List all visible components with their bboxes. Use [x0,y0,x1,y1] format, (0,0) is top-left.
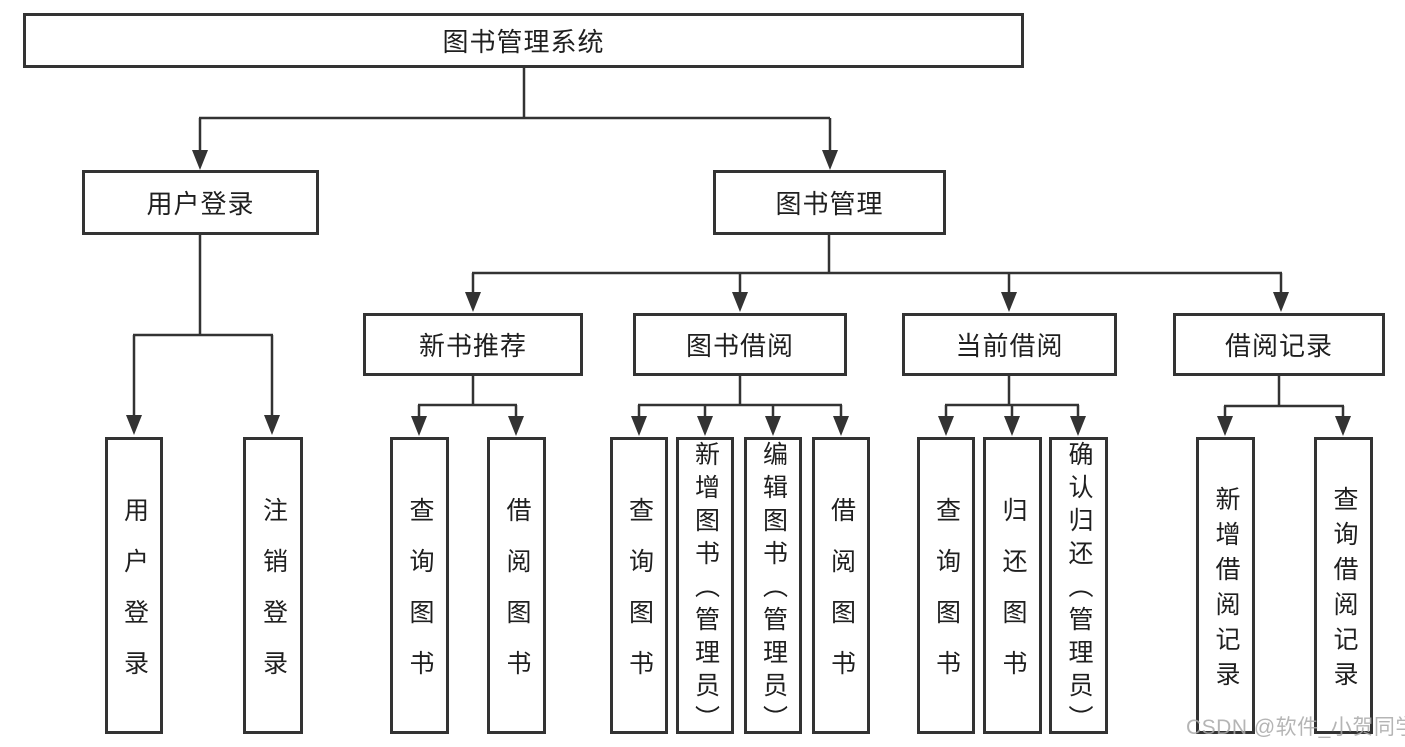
leaf-bb-borrow-books-label: 借阅图书 [827,496,856,701]
leaf-nbr-query-books-label: 查询图书 [406,496,434,701]
node-current-borrow: 当前借阅 [902,313,1117,376]
leaf-cb-query-books-label: 查询图书 [932,496,961,701]
node-borrow-records-label: 借阅记录 [1224,331,1333,361]
leaf-br-query-record-label: 查询借阅记录 [1330,485,1358,696]
node-current-borrow-label: 当前借阅 [955,331,1064,361]
leaf-bb-add-books: 新增图书（管理员） [676,437,734,738]
leaf-logout-label: 注销登录 [259,496,288,701]
leaf-cb-query-books: 查询图书 [917,437,975,734]
node-book-borrow: 图书借阅 [633,313,847,376]
leaf-br-query-record: 查询借阅记录 [1314,437,1373,734]
arrowheads [126,150,1351,436]
leaf-nbr-query-books: 查询图书 [390,437,449,734]
node-book-borrow-label: 图书借阅 [685,331,794,361]
leaf-bb-query-books: 查询图书 [610,437,668,734]
leaf-cb-return-books: 归还图书 [983,437,1042,734]
leaf-user-login-label: 用户登录 [120,496,149,701]
node-borrow-records: 借阅记录 [1173,313,1385,376]
node-new-book-recommend: 新书推荐 [363,313,583,376]
node-user-login: 用户登录 [82,170,319,235]
node-new-book-recommend-label: 新书推荐 [418,331,527,361]
leaf-bb-edit-books-label: 编辑图书（管理员） [759,441,788,738]
leaf-br-add-record: 新增借阅记录 [1196,437,1255,734]
leaf-bb-query-books-label: 查询图书 [625,496,654,701]
leaf-cb-confirm-return-label: 确认归还（管理员） [1065,441,1093,738]
leaf-logout: 注销登录 [243,437,303,734]
leaf-bb-edit-books: 编辑图书（管理员） [744,437,802,738]
leaf-user-login: 用户登录 [105,437,163,734]
node-book-management: 图书管理 [713,170,946,235]
leaf-br-add-record-label: 新增借阅记录 [1212,485,1240,696]
watermark: CSDN @软件_小贺同学 [1186,716,1405,739]
leaf-bb-add-books-label: 新增图书（管理员） [691,441,720,738]
node-user-login-label: 用户登录 [146,189,255,219]
leaf-cb-return-books-label: 归还图书 [999,496,1027,701]
leaf-nbr-borrow-books: 借阅图书 [487,437,546,734]
leaf-bb-borrow-books: 借阅图书 [812,437,870,734]
leaf-nbr-borrow-books-label: 借阅图书 [503,496,531,701]
node-root-label: 图书管理系统 [442,27,605,57]
connector-paths [132,68,1345,418]
leaf-cb-confirm-return: 确认归还（管理员） [1049,437,1108,738]
node-book-management-label: 图书管理 [775,189,884,219]
node-root-system: 图书管理系统 [23,13,1024,68]
